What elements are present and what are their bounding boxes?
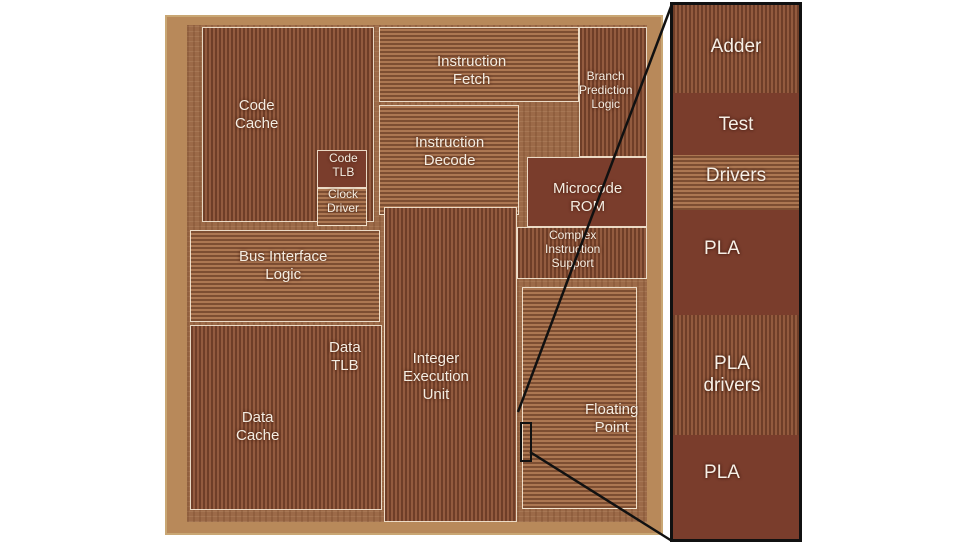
adder-label: Adder [710,36,762,57]
bus-interface-block [190,230,380,322]
floating-point-label: Floating Point [585,401,639,436]
chip-die-photo: Code Cache Instruction Fetch Branch Pred… [165,15,663,535]
branch-prediction-block [579,27,647,157]
pla-drivers-region [673,315,799,435]
code-cache-label: Code Cache [235,97,279,132]
data-cache-block [190,325,382,510]
pla-top-label: PLA [704,238,740,259]
clock-driver-block [317,188,367,226]
adder-region [673,5,799,93]
drivers-region [673,155,799,210]
pla-bottom-label: PLA [704,462,740,483]
integer-execution-block [384,207,517,522]
zoom-inset: Adder Test Drivers PLA PLA drivers PLA [670,2,802,542]
floating-point-block [522,287,637,509]
die-core [187,25,647,522]
microcode-rom-block [527,157,647,227]
data-tlb-label: Data TLB [329,339,361,374]
data-cache-label: Data Cache [236,409,280,444]
instruction-fetch-label: Instruction Fetch [437,53,507,88]
bus-interface-label: Bus Interface Logic [239,248,328,283]
drivers-label: Drivers [705,165,767,186]
code-tlb-label: Code TLB [329,151,358,179]
instruction-fetch-block [379,27,579,102]
complex-instruction-block [517,227,647,279]
zoom-source-box [520,422,532,462]
test-region [673,93,799,155]
pla-bottom-region [673,435,799,539]
branch-prediction-label: Branch Prediction Logic [579,69,633,111]
integer-execution-label: Integer Execution Unit [403,350,469,403]
instruction-decode-block [379,105,519,215]
pla-drivers-label: PLA drivers [703,353,761,396]
pla-top-region [673,210,799,315]
test-label: Test [718,114,754,135]
instruction-decode-label: Instruction Decode [415,134,485,169]
complex-instruction-label: Complex Instruction Support [545,228,601,270]
code-tlb-block [317,150,367,188]
clock-driver-label: Clock Driver [327,187,359,215]
